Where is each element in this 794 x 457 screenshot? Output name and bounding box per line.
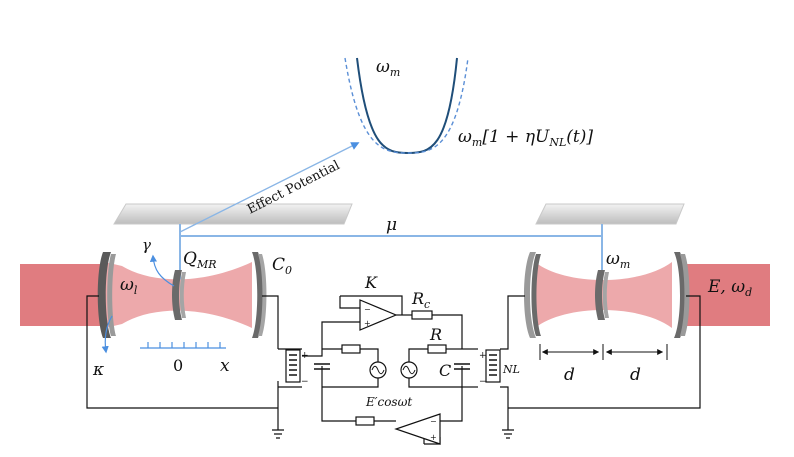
- minus-right: −: [479, 377, 487, 387]
- svg-text:+: +: [430, 433, 437, 442]
- d1-label: d: [564, 365, 575, 385]
- omega-l-label: ωl: [120, 275, 138, 297]
- distance-markers: [539, 344, 668, 360]
- movable-membrane-left: [172, 270, 186, 320]
- coil-capacitor-left: [285, 349, 301, 383]
- coil-capacitor-NL: [485, 349, 501, 383]
- svg-text:+: +: [364, 319, 371, 328]
- right-input-mirror: [524, 252, 541, 338]
- position-axis: [140, 342, 226, 349]
- R-label: R: [429, 325, 442, 344]
- capacitor-left-inner: [314, 363, 330, 370]
- svg-text:−: −: [364, 305, 371, 314]
- c0-label: C0: [272, 255, 292, 277]
- mu-label: μ: [386, 215, 397, 235]
- d2-label: d: [630, 365, 641, 385]
- plus-left: +: [301, 351, 309, 361]
- omega-m-right-label: ωm: [606, 249, 630, 271]
- gamma-label: γ: [142, 236, 151, 254]
- axis-x-label: x: [220, 356, 230, 376]
- right-end-mirror: [674, 252, 690, 338]
- plus-right: +: [479, 351, 487, 361]
- q-mr-label: QMR: [183, 249, 216, 271]
- C-label: C: [439, 361, 451, 380]
- movable-membrane-right: [595, 270, 609, 320]
- svg-text:−: −: [430, 417, 437, 426]
- effective-potential-curves: [344, 57, 469, 155]
- op-amp-bottom: [394, 413, 441, 445]
- op-amp-K: [359, 299, 398, 331]
- left-mirror: [97, 252, 116, 338]
- resistor-R: [427, 344, 447, 354]
- resistor-left: [341, 344, 361, 354]
- circuit-wiring: [86, 295, 701, 445]
- effect-potential-arrow: [179, 142, 360, 233]
- gamma-arrow: [149, 254, 175, 287]
- NL-label: NL: [502, 363, 520, 376]
- potential-curve-dashed: [344, 57, 469, 154]
- kappa-label: κ: [92, 360, 104, 380]
- ac-source-right: [400, 361, 418, 379]
- right-plate: [535, 203, 685, 225]
- ac-source-left: [369, 361, 387, 379]
- K-label: K: [364, 273, 378, 292]
- omega-m-top-label: ωm: [376, 57, 400, 79]
- modulated-frequency-label: ωm[1 + ηUNL(t)]: [458, 127, 593, 149]
- minus-left: −: [301, 377, 309, 387]
- Rc-label: Rc: [411, 289, 430, 311]
- resistor-Rc: [411, 310, 433, 320]
- drive-label: E′cosωt: [365, 395, 412, 409]
- kappa-arrow: [101, 315, 113, 354]
- cavity-mirror-c0: [252, 252, 267, 338]
- axis-zero-label: 0: [173, 356, 183, 375]
- resistor-bottom: [355, 416, 375, 426]
- capacitor-C: [454, 363, 470, 370]
- E-omega-d-label: E, ωd: [707, 277, 752, 299]
- left-plate: [113, 203, 353, 225]
